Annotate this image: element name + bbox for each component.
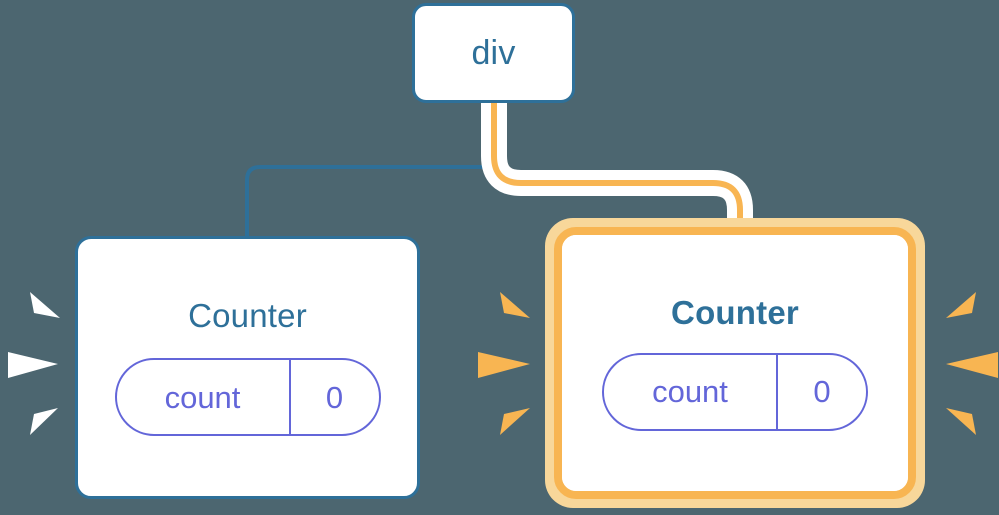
wire-div-to-counter-right — [491, 102, 743, 232]
wire-div-to-counter-right-halo — [481, 102, 753, 232]
state-key: count — [652, 374, 728, 409]
node-div-label: div — [471, 34, 516, 72]
node-counter-right[interactable]: Counter count 0 — [562, 235, 908, 491]
sparkle-ray-lower — [500, 408, 530, 435]
sparkle-ray-upper — [30, 292, 60, 318]
state-pill-counter-left[interactable]: count 0 — [114, 358, 381, 436]
sparkle-ray-lower — [946, 408, 976, 435]
sparkle-ray-lower — [30, 408, 58, 435]
sparkle-ray-middle — [8, 352, 58, 378]
node-counter-left-label: Counter — [188, 297, 307, 334]
sparkle-burst-middle-orange — [478, 280, 538, 450]
node-counter-right-label: Counter — [671, 293, 799, 331]
sparkle-ray-upper — [500, 292, 530, 318]
state-pill-counter-right[interactable]: count 0 — [602, 352, 868, 431]
state-value: 0 — [776, 354, 866, 429]
sparkle-burst-left-white — [8, 280, 68, 450]
sparkle-burst-right-orange — [938, 280, 998, 450]
sparkle-ray-middle — [478, 352, 530, 378]
wire-div-to-counter-left — [245, 100, 496, 238]
state-key: count — [164, 379, 241, 415]
state-value: 0 — [288, 360, 379, 434]
sparkle-ray-middle — [946, 352, 998, 378]
node-counter-left[interactable]: Counter count 0 — [75, 236, 420, 499]
node-div[interactable]: div — [412, 3, 575, 103]
sparkle-ray-upper — [946, 292, 976, 318]
